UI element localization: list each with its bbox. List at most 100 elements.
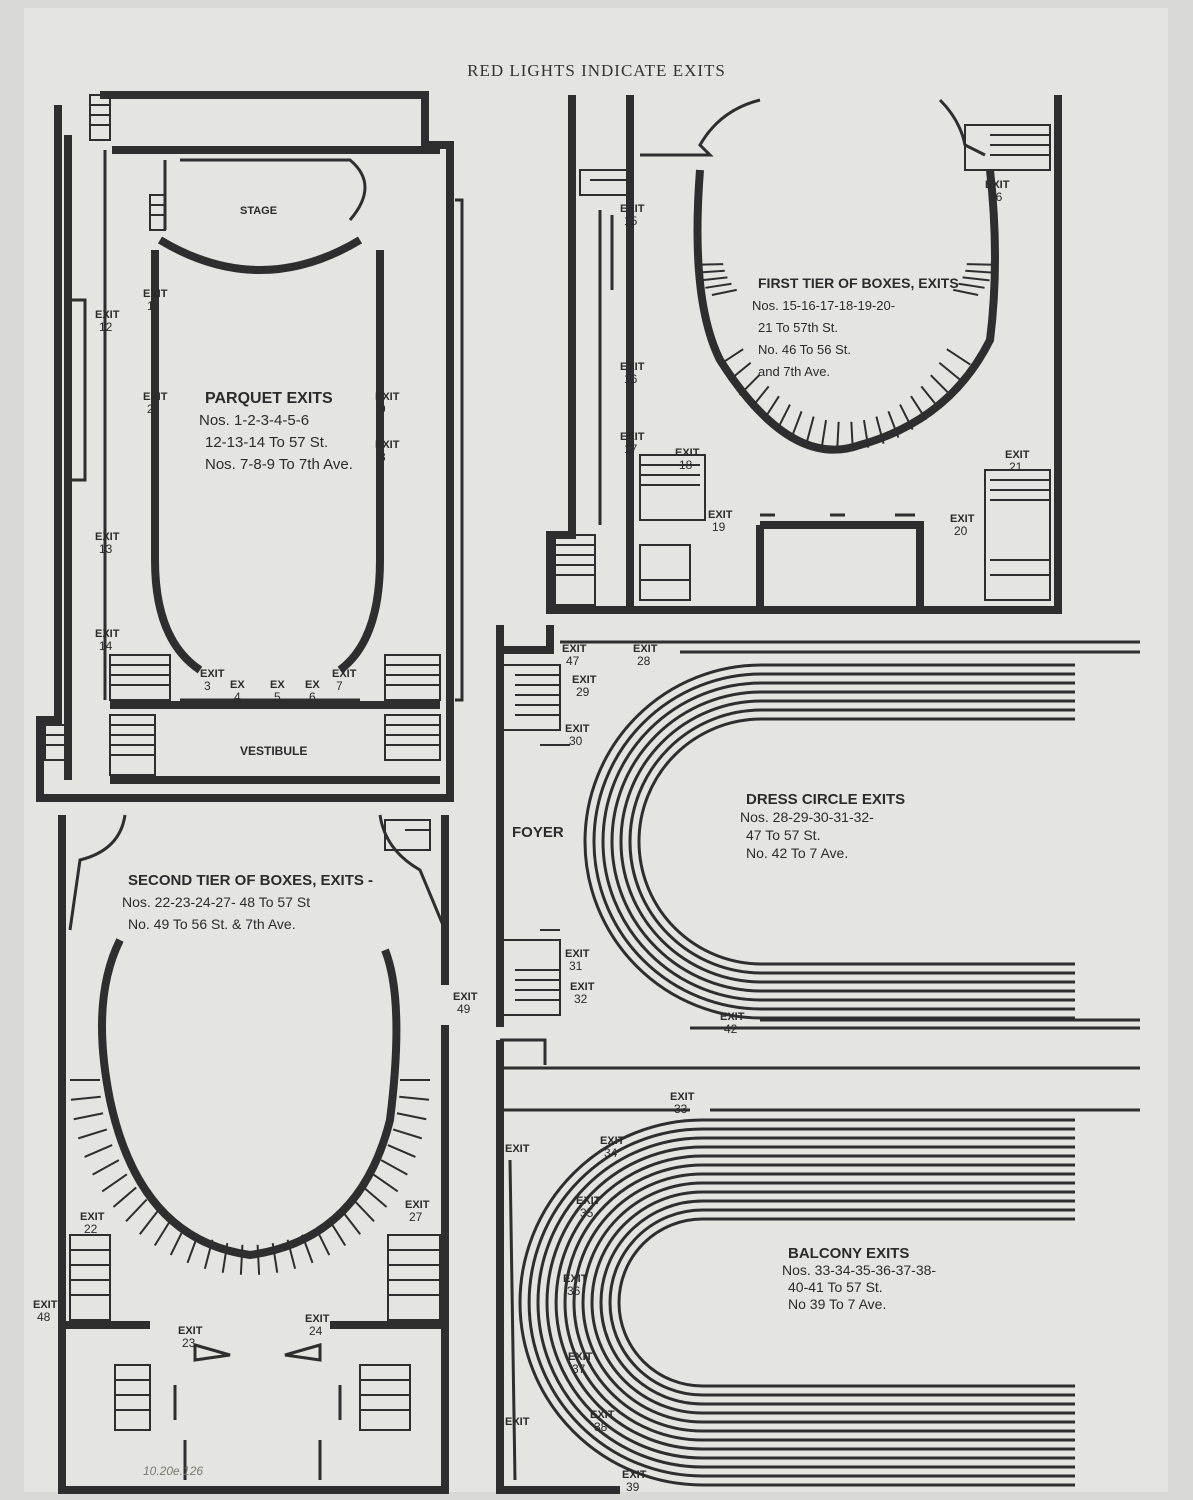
seat-row bbox=[536, 1136, 1075, 1469]
dress-circle-stairs bbox=[499, 664, 570, 1016]
box-divider bbox=[392, 1128, 423, 1140]
exit-number: 46 bbox=[989, 190, 1003, 204]
box-divider bbox=[700, 276, 728, 282]
block-title: PARQUET EXITS bbox=[205, 390, 333, 407]
box-divider bbox=[938, 361, 962, 382]
seat-row bbox=[619, 699, 1075, 984]
block-line: and 7th Ave. bbox=[758, 364, 830, 379]
seat-row bbox=[563, 1163, 1075, 1442]
block-line: 12-13-14 To 57 St. bbox=[205, 434, 328, 451]
exit-number: 16 bbox=[624, 372, 638, 386]
exit-number: 29 bbox=[576, 685, 590, 699]
box-divider bbox=[953, 288, 979, 296]
exit-number: 1 bbox=[147, 299, 154, 313]
parquet-plan bbox=[36, 91, 464, 802]
box-divider bbox=[186, 1234, 199, 1264]
exit-label: EXIT bbox=[505, 1416, 530, 1428]
exit-label: EXIT bbox=[720, 1011, 745, 1023]
exit-label: EXIT bbox=[305, 1313, 330, 1325]
box-divider bbox=[92, 1159, 120, 1176]
exit-number: 36 bbox=[567, 1284, 581, 1298]
box-divider bbox=[363, 1186, 388, 1208]
exit-label: EXIT bbox=[950, 513, 975, 525]
box-divider bbox=[301, 1234, 314, 1264]
second-tier-ring bbox=[98, 938, 401, 1260]
box-divider bbox=[70, 1095, 101, 1101]
box-ring bbox=[693, 169, 999, 454]
exit-number: 38 bbox=[594, 1420, 608, 1434]
block-line: 47 To 57 St. bbox=[746, 827, 820, 843]
exit-label: EXIT bbox=[143, 288, 168, 300]
stage-label: STAGE bbox=[240, 205, 277, 217]
box-divider bbox=[958, 282, 985, 289]
exit-label: EXIT bbox=[562, 643, 587, 655]
block-line: Nos. 28-29-30-31-32- bbox=[740, 809, 874, 825]
box-divider bbox=[352, 1198, 375, 1223]
box-divider bbox=[139, 1209, 159, 1235]
box-divider bbox=[112, 1186, 137, 1208]
box-divider bbox=[899, 404, 914, 431]
vestibule-label: VESTIBULE bbox=[240, 744, 307, 758]
catalog-note: 10.20e.126 bbox=[143, 1464, 204, 1478]
seat-row bbox=[637, 717, 1075, 966]
box-divider bbox=[84, 1144, 113, 1158]
balcony-rows bbox=[518, 1118, 1075, 1487]
block-line: Nos. 1-2-3-4-5-6 bbox=[199, 412, 309, 429]
first-tier-plan bbox=[546, 95, 1062, 614]
exit-label: EX bbox=[270, 679, 285, 691]
page-header: RED LIGHTS INDICATE EXITS bbox=[467, 61, 726, 80]
exit-number: 37 bbox=[572, 1362, 586, 1376]
exit-number: 22 bbox=[84, 1222, 98, 1236]
exit-label: EXIT bbox=[670, 1091, 695, 1103]
seat-row bbox=[581, 1181, 1075, 1424]
exit-number: 47 bbox=[566, 654, 580, 668]
box-divider bbox=[399, 1095, 430, 1101]
box-divider bbox=[862, 419, 870, 448]
exit-label: EXIT bbox=[568, 1351, 593, 1363]
exit-number: 14 bbox=[99, 639, 113, 653]
exit-number: 30 bbox=[569, 734, 583, 748]
exit-number: 28 bbox=[637, 654, 651, 668]
box-divider bbox=[776, 404, 791, 431]
exit-number: 31 bbox=[569, 959, 583, 973]
box-divider bbox=[762, 395, 780, 421]
block-title: BALCONY EXITS bbox=[788, 1245, 909, 1262]
box-divider bbox=[887, 411, 900, 438]
exit-label: EXIT bbox=[505, 1143, 530, 1155]
exit-number: 18 bbox=[679, 458, 693, 472]
exit-label: EX bbox=[305, 679, 320, 691]
exit-label: EXIT bbox=[620, 431, 645, 443]
block-line: 21 To 57th St. bbox=[758, 320, 838, 335]
box-divider bbox=[738, 374, 760, 396]
block-line: No. 42 To 7 Ave. bbox=[746, 845, 848, 861]
box-divider bbox=[256, 1244, 261, 1275]
exit-label: EXIT bbox=[143, 391, 168, 403]
exit-label: EXIT bbox=[572, 674, 597, 686]
block-line: 40-41 To 57 St. bbox=[788, 1279, 883, 1295]
block-line: Nos. 33-34-35-36-37-38- bbox=[782, 1262, 936, 1278]
exit-label: EXIT bbox=[200, 668, 225, 680]
balcony-plan bbox=[496, 1038, 1140, 1494]
exit-number: 13 bbox=[99, 542, 113, 556]
box-divider bbox=[271, 1242, 279, 1273]
box-divider bbox=[750, 385, 770, 409]
box-divider bbox=[125, 1198, 148, 1223]
seat-row bbox=[610, 690, 1075, 993]
box-divider bbox=[387, 1144, 416, 1158]
block-line: No 39 To 7 Ave. bbox=[788, 1296, 886, 1312]
box-divider bbox=[966, 263, 995, 266]
dress-circle-rows bbox=[583, 663, 1075, 1020]
box-divider bbox=[805, 416, 815, 444]
block-line: Nos. 7-8-9 To 7th Ave. bbox=[205, 456, 353, 473]
first-tier-outer-wall bbox=[546, 95, 1062, 614]
box-divider bbox=[910, 395, 928, 421]
exit-number: 4 bbox=[234, 690, 241, 704]
box-divider bbox=[286, 1239, 297, 1270]
exit-label: EXIT bbox=[565, 948, 590, 960]
stage-edge bbox=[157, 236, 363, 274]
exit-label: EXIT bbox=[600, 1135, 625, 1147]
exit-label: EXIT bbox=[95, 309, 120, 321]
box-divider bbox=[169, 1227, 185, 1256]
second-tier-plan bbox=[58, 814, 449, 1494]
